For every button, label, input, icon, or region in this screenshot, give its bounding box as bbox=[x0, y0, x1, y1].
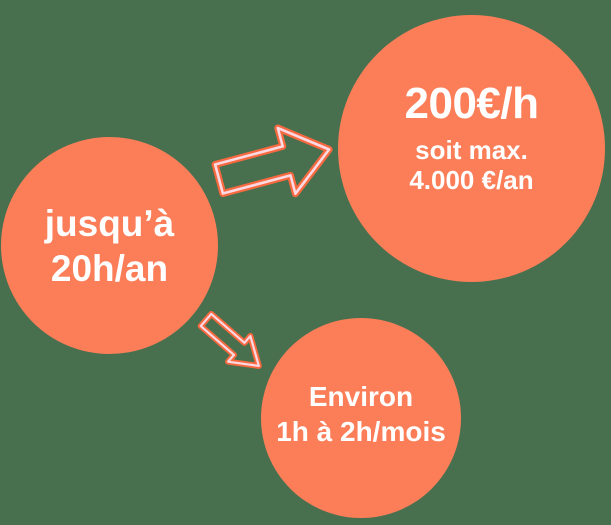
circle-volunteer-hours: jusqu’à 20h/an bbox=[1, 137, 218, 354]
monthly-time-line1: Environ bbox=[308, 381, 414, 412]
volunteer-hours-text: jusqu’à 20h/an bbox=[45, 201, 175, 291]
hourly-rate-headline: 200€/h bbox=[404, 79, 539, 128]
circle-monthly-time: Environ 1h à 2h/mois bbox=[261, 318, 461, 518]
volunteer-hours-line2: 20h/an bbox=[50, 247, 169, 289]
monthly-time-text: Environ 1h à 2h/mois bbox=[276, 379, 446, 449]
arrow-up-right-icon bbox=[211, 124, 333, 198]
hourly-rate-subline2: 4.000 €/an bbox=[409, 165, 534, 195]
monthly-time-line2: 1h à 2h/mois bbox=[276, 416, 446, 447]
hourly-rate-text: 200€/h soit max. 4.000 €/an bbox=[404, 79, 539, 196]
circle-hourly-rate: 200€/h soit max. 4.000 €/an bbox=[338, 15, 605, 282]
hourly-rate-subline1: soit max. bbox=[415, 135, 528, 165]
volunteer-hours-line1: jusqu’à bbox=[44, 202, 175, 244]
arrow-down-right-icon bbox=[197, 310, 262, 369]
